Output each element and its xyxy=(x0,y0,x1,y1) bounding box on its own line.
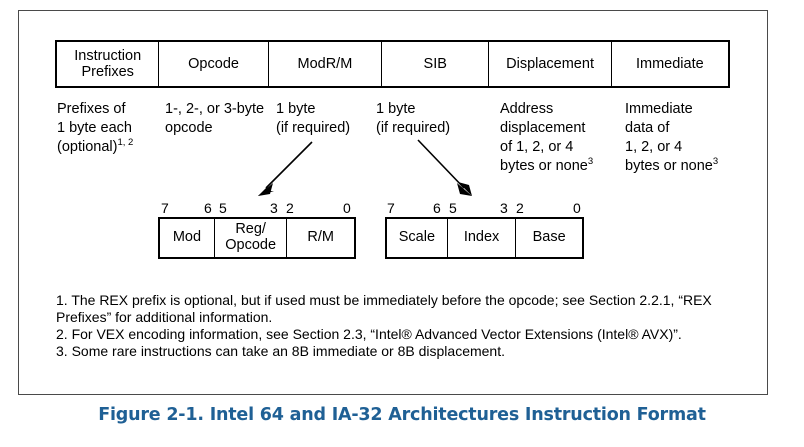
modrm-bit-6: 6 xyxy=(204,200,212,216)
footnote-ref: 3 xyxy=(587,155,594,167)
modrm-byte-diagram: 7 6 5 3 2 0 Mod Reg/ Opcode R/M xyxy=(158,200,356,259)
description-text: 1-, 2-, or 3-byte opcode xyxy=(165,101,265,136)
footnote-ref: 1, 2 xyxy=(117,136,134,148)
arrow-sib-icon xyxy=(417,139,472,196)
modrm-bit-ruler: 7 6 5 3 2 0 xyxy=(158,200,356,217)
footnote-1: 1. The REX prefix is optional, but if us… xyxy=(56,292,712,326)
modrm-byte-box: Mod Reg/ Opcode R/M xyxy=(158,217,356,259)
description-text: Immediate data of 1, 2, or 4 bytes or no… xyxy=(625,101,713,174)
sib-byte-box: Scale Index Base xyxy=(385,217,584,259)
format-cell-sib: SIB xyxy=(382,42,490,86)
sib-bit-5: 5 xyxy=(449,200,457,216)
sib-bit-2: 2 xyxy=(516,200,524,216)
modrm-bit-5: 5 xyxy=(219,200,227,216)
modrm-bit-7: 7 xyxy=(161,200,169,216)
sib-field-index: Index xyxy=(448,219,517,257)
footnote-3: 3. Some rare instructions can take an 8B… xyxy=(56,343,505,360)
description-text: Address displacement of 1, 2, or 4 bytes… xyxy=(500,101,588,174)
modrm-field-reg-opcode: Reg/ Opcode xyxy=(215,219,288,257)
sib-bit-3: 3 xyxy=(500,200,508,216)
instruction-format-table: Instruction Prefixes Opcode ModR/M SIB D… xyxy=(55,40,730,88)
footnote-ref: 3 xyxy=(712,155,719,167)
modrm-bit-0: 0 xyxy=(343,200,351,216)
description-sib: 1 byte (if required) xyxy=(376,100,476,138)
description-text: Prefixes of 1 byte each (optional) xyxy=(57,101,132,155)
format-cell-modrm: ModR/M xyxy=(269,42,383,86)
sib-bit-7: 7 xyxy=(387,200,395,216)
figure-footnotes: 1. The REX prefix is optional, but if us… xyxy=(56,292,746,360)
format-cell-opcode: Opcode xyxy=(159,42,269,86)
description-instruction-prefixes: Prefixes of 1 byte each (optional)1, 2 xyxy=(57,100,169,157)
modrm-field-mod: Mod xyxy=(160,219,215,257)
format-cell-immediate: Immediate xyxy=(635,55,704,72)
description-opcode: 1-, 2-, or 3-byte opcode xyxy=(165,100,281,138)
format-cell-instruction-prefixes: Instruction Prefixes xyxy=(57,42,160,86)
format-cell-displacement: Displacement xyxy=(489,42,612,86)
description-modrm: 1 byte (if required) xyxy=(276,100,376,138)
description-displacement: Address displacement of 1, 2, or 4 bytes… xyxy=(500,100,622,175)
sib-byte-diagram: 7 6 5 3 2 0 Scale Index Base xyxy=(385,200,584,259)
sib-bit-ruler: 7 6 5 3 2 0 xyxy=(385,200,584,217)
description-text: 1 byte (if required) xyxy=(276,101,351,136)
sib-bit-0: 0 xyxy=(573,200,581,216)
modrm-bit-2: 2 xyxy=(286,200,294,216)
footnote-2: 2. For VEX encoding information, see Sec… xyxy=(56,326,682,343)
arrow-modrm-icon xyxy=(258,141,313,196)
sib-field-scale: Scale xyxy=(387,219,448,257)
description-text: 1 byte (if required) xyxy=(376,101,451,136)
sib-bit-6: 6 xyxy=(433,200,441,216)
sib-field-base: Base xyxy=(532,229,566,246)
figure-caption: Figure 2-1. Intel 64 and IA-32 Architect… xyxy=(98,405,706,425)
modrm-bit-3: 3 xyxy=(270,200,278,216)
modrm-field-rm: R/M xyxy=(307,229,334,246)
description-immediate: Immediate data of 1, 2, or 4 bytes or no… xyxy=(625,100,745,175)
